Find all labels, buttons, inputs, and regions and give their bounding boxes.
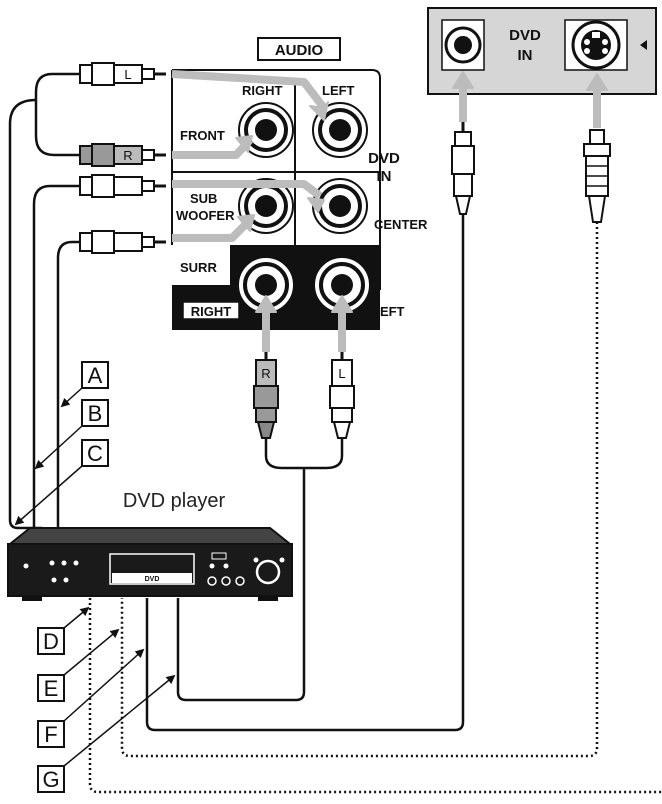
dotted-cables <box>88 222 662 794</box>
surround-label: SURR <box>180 260 217 275</box>
subwoofer-plug <box>79 174 166 198</box>
front-right-label: RIGHT <box>242 83 283 98</box>
callout-b: B <box>88 401 103 426</box>
composite-video-plug <box>451 122 475 215</box>
video-in-label: IN <box>518 47 533 64</box>
triangle-marker-icon <box>640 40 647 50</box>
callout-labels: A B C D E F G <box>14 361 176 793</box>
front-left-jack[interactable] <box>312 102 368 158</box>
front-right-plug-letter: R <box>123 148 132 163</box>
callout-d: D <box>43 629 59 654</box>
subwoofer-label-line1: SUB <box>190 191 217 206</box>
center-plug <box>79 230 166 254</box>
front-left-plug-letter: L <box>124 67 131 82</box>
dvd-in-label-line1: DVD <box>368 150 400 167</box>
callout-e: E <box>44 676 59 701</box>
dvd-player: DVD <box>7 527 293 601</box>
surround-left-plug: L <box>329 352 355 439</box>
callout-g: G <box>42 767 59 792</box>
audio-label: AUDIO <box>275 42 324 59</box>
center-label: CENTER <box>374 217 428 232</box>
front-label: FRONT <box>180 128 225 143</box>
surround-right-label: RIGHT <box>191 304 232 319</box>
front-left-label: LEFT <box>322 83 355 98</box>
video-input-panel: DVD IN <box>427 7 657 95</box>
dvd-in-label-line2: IN <box>377 168 392 185</box>
surround-left-jack[interactable] <box>313 256 371 314</box>
cables <box>8 72 465 732</box>
front-right-jack[interactable] <box>238 102 294 158</box>
surround-left-label: LEFT <box>372 304 405 319</box>
center-jack[interactable] <box>312 178 368 234</box>
callout-f: F <box>44 722 57 747</box>
surround-left-plug-letter: L <box>338 366 345 381</box>
dvd-player-title: DVD player <box>123 490 226 512</box>
subwoofer-label-line2: WOOFER <box>176 208 235 223</box>
surround-right-plug: R <box>253 352 279 439</box>
s-video-plug <box>583 129 611 223</box>
surround-right-plug-letter: R <box>261 366 270 381</box>
callout-c: C <box>87 441 103 466</box>
dvd-display-logo: DVD <box>145 576 160 583</box>
surround-right-jack[interactable] <box>237 256 295 314</box>
volume-knob-icon <box>255 559 281 585</box>
connection-arrows <box>171 70 608 352</box>
callout-a: A <box>88 363 103 388</box>
front-left-plug: L <box>79 62 166 86</box>
video-dvd-label: DVD <box>509 27 541 44</box>
front-right-plug: R <box>79 143 166 167</box>
